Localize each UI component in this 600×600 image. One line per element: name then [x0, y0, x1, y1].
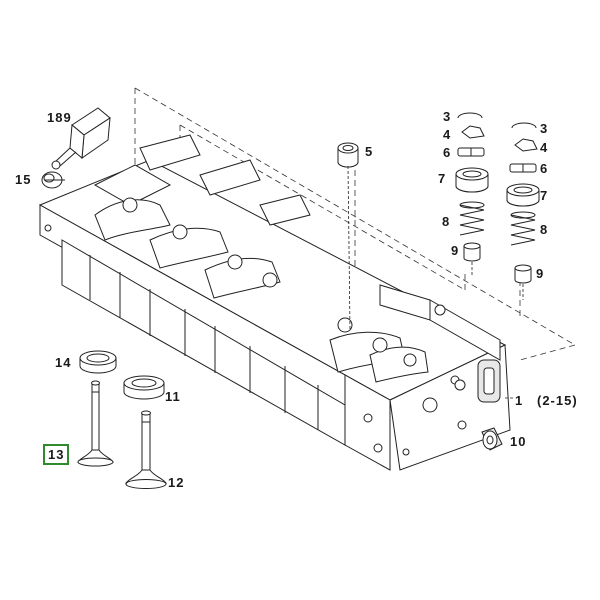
- callout-13: 13: [48, 447, 64, 462]
- callout-4-right: 4: [540, 140, 548, 155]
- part-12-valve: [124, 410, 168, 489]
- valve-train-stack-right: [506, 122, 540, 284]
- part-13-valve: [77, 380, 114, 467]
- callout-8-right: 8: [540, 222, 548, 237]
- callout-11: 11: [165, 389, 181, 404]
- callout-9-right: 9: [536, 266, 544, 281]
- part-11-seat-ring: [123, 375, 165, 400]
- callout-4-left: 4: [443, 127, 451, 142]
- selected-part-highlight: [43, 444, 69, 465]
- callout-10: 10: [510, 434, 526, 449]
- callout-1: 1: [515, 393, 523, 408]
- rocker-arm-group: [94, 197, 466, 391]
- callout-15: 15: [15, 172, 31, 187]
- valve-train-stack-left: [455, 112, 489, 262]
- part-14-seat-ring: [79, 350, 117, 374]
- callout-6-right: 6: [540, 161, 548, 176]
- callout-1-range: (2-15): [537, 393, 578, 408]
- callout-12: 12: [168, 475, 184, 490]
- part-5-sleeve: [337, 142, 359, 168]
- part-189-tool: [51, 107, 111, 170]
- callout-7-left: 7: [438, 171, 446, 186]
- callout-3-left: 3: [443, 109, 451, 124]
- callout-189: 189: [47, 110, 72, 125]
- callout-6-left: 6: [443, 145, 451, 160]
- callout-3-right: 3: [540, 121, 548, 136]
- callout-8-left: 8: [442, 214, 450, 229]
- callout-labels: 189 15 5 3 4 6 7 8 9 3 4 6 7 8 9 14 11 1…: [15, 109, 578, 490]
- callout-5: 5: [365, 144, 373, 159]
- part-10-plug: [481, 427, 503, 451]
- leader-lines: [45, 165, 524, 399]
- callout-9-left: 9: [451, 243, 459, 258]
- callout-14: 14: [55, 355, 71, 370]
- callout-7-right: 7: [540, 188, 548, 203]
